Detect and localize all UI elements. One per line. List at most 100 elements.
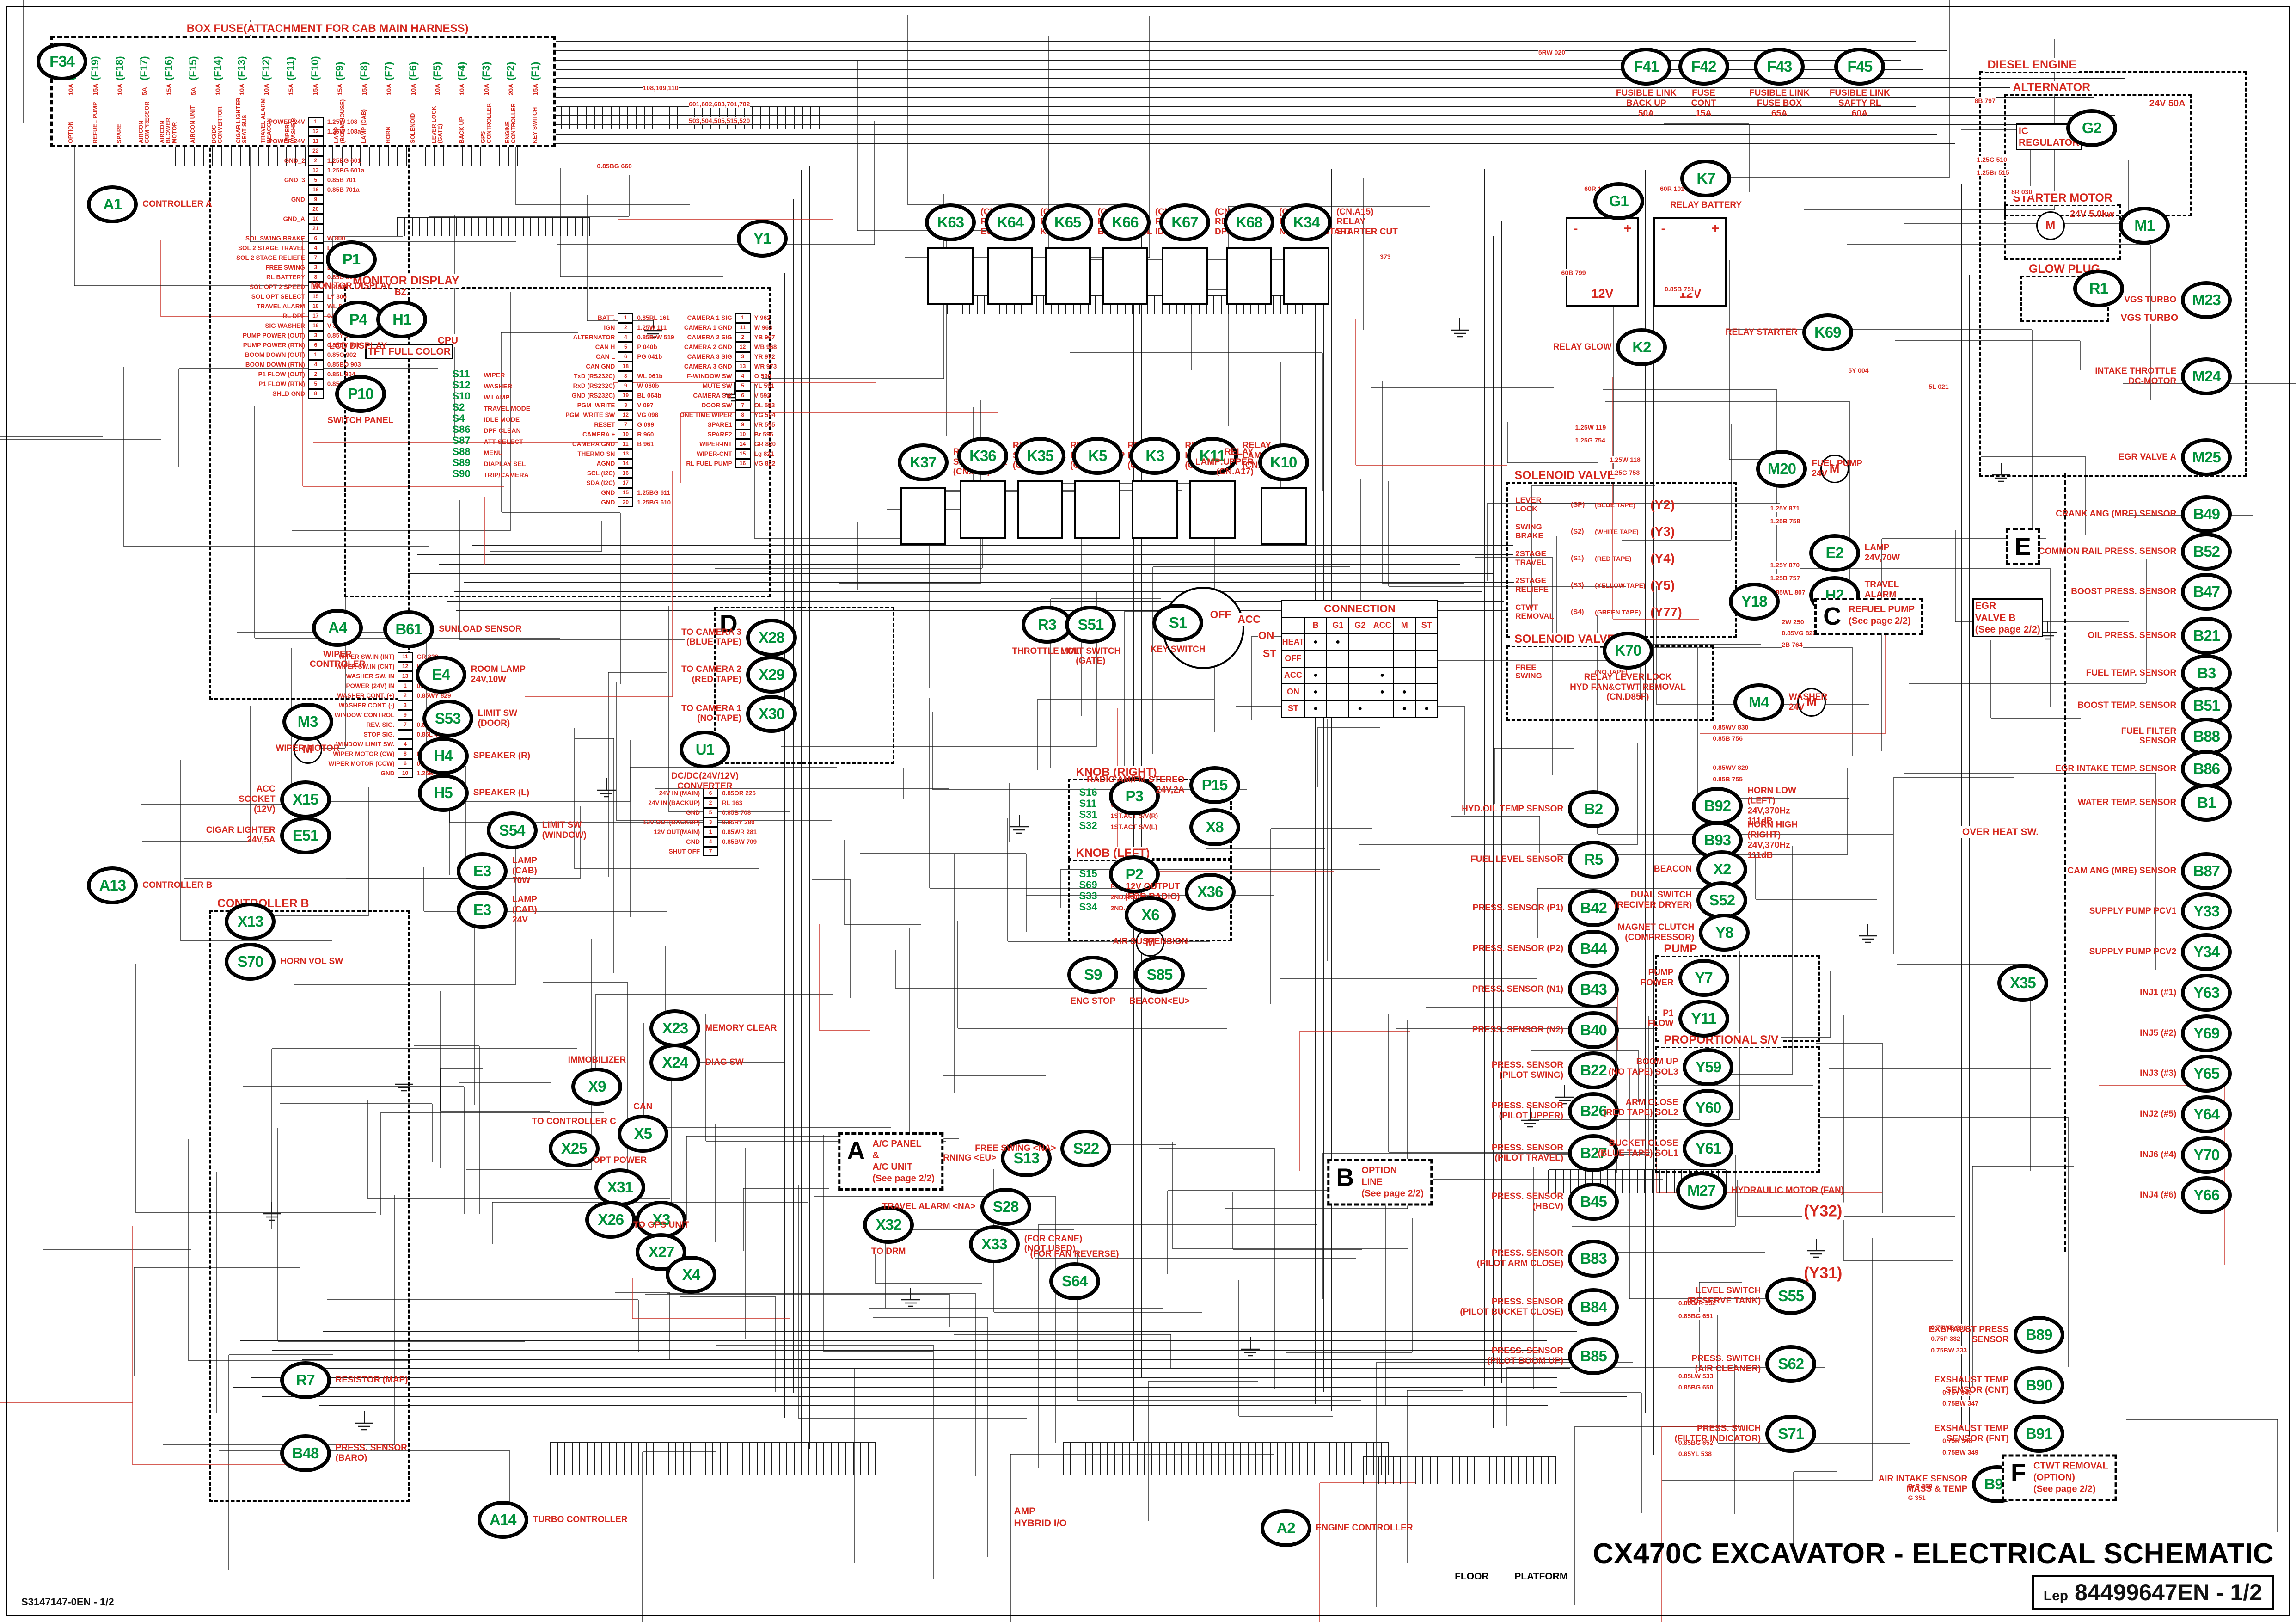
fuse-name-F16: AIRCON BLOWER MOTOR bbox=[159, 117, 178, 143]
monitor-pins-1-wire-13: B 961 bbox=[637, 441, 654, 448]
monitor-pins-1-wire-18: 1.25BG 611 bbox=[637, 489, 671, 497]
monitor-pins-1-label-2: ALTERNATOR bbox=[573, 334, 615, 341]
controller-a-pins-pin-14: 7 bbox=[307, 252, 324, 263]
ref-Y31: (Y31) bbox=[1802, 1264, 1844, 1282]
caption-P1: MONITOR DISPLAY bbox=[311, 281, 392, 291]
wiper-controller-pins-label-4: WASHER CONT. (+) bbox=[337, 692, 395, 700]
monitor-pins-2-pin-14: 15 bbox=[735, 449, 751, 459]
monitor-pins-2-pin-8: 6 bbox=[735, 391, 751, 401]
knob-right-switches-id-S31: S31 bbox=[1079, 809, 1097, 821]
dcdc-pins-label-5: GND bbox=[686, 838, 700, 845]
fuse-ref-F10: (F10) bbox=[309, 56, 321, 81]
circle-ref-B2: B2 bbox=[1568, 790, 1619, 829]
monitor-pins-1-pin-3: 5 bbox=[618, 342, 634, 352]
caption-B44: PRESS. SENSOR (P2) bbox=[1472, 944, 1564, 954]
monitor-pins-2-wire-2: YB 967 bbox=[754, 334, 775, 341]
monitor-pins-1-pin-5: 18 bbox=[618, 362, 634, 372]
fuse-name-F18: SPARE bbox=[116, 123, 123, 143]
wire-label-0-85BG-650: 0.85BG 650 bbox=[1678, 1383, 1714, 1391]
relay-body-K64 bbox=[987, 246, 1034, 305]
circle-ref-B92: B92 bbox=[1692, 787, 1743, 825]
monitor-pins-2-wire-6: O 590 bbox=[754, 373, 771, 380]
caption-S62: PRESS. SWITCH(AIR CLEANER) bbox=[1691, 1354, 1761, 1374]
monitor-pins-2-pin-2: 2 bbox=[735, 332, 751, 343]
wire-label-0-85YL-538: 0.85YL 538 bbox=[1678, 1450, 1712, 1458]
caption-Y65: INJ3 (#3) bbox=[2140, 1069, 2177, 1079]
controller-a-pins-pin-9: 20 bbox=[307, 204, 324, 214]
caption-Y59: BOOM UP(NO TAPE) SOL3 bbox=[1608, 1057, 1678, 1077]
wire-label-1-25W-119: 1.25W 119 bbox=[1575, 423, 1606, 431]
solenoid-valve-group-1-tape-1: (WHITE TAPE) bbox=[1595, 528, 1639, 535]
circle-ref-B61: B61 bbox=[383, 610, 435, 649]
monitor-pins-1-wire-12: R 960 bbox=[637, 431, 654, 438]
monitor-pins-1-wire-4: PG 041b bbox=[637, 353, 662, 361]
knob-right-switches-id-S16: S16 bbox=[1079, 786, 1097, 799]
caption-E3: LAMP(CAB)70W bbox=[512, 856, 537, 886]
circle-ref-K64: K64 bbox=[985, 203, 1036, 241]
wire-label-0-85BG-660: 0.85BG 660 bbox=[597, 162, 632, 170]
circle-ref-K34: K34 bbox=[1281, 203, 1332, 241]
monitor-pins-1-wire-19: 1.25BG 610 bbox=[637, 499, 671, 506]
circle-ref-B26: B26 bbox=[1568, 1092, 1619, 1130]
wiper-controller-pins-pin-2: 13 bbox=[397, 671, 413, 682]
solenoid-valve-group-2-tape-0: (NO TAPE) bbox=[1595, 668, 1628, 676]
connection-cell-OFF-ACC bbox=[1371, 650, 1394, 668]
circle-ref-B87: B87 bbox=[2181, 852, 2232, 890]
circle-ref-Y59: Y59 bbox=[1683, 1048, 1734, 1087]
circle-ref-Y1: Y1 bbox=[737, 219, 788, 258]
controller-a-pins-label-8: GND bbox=[291, 196, 305, 203]
caption-B51: BOOST TEMP. SENSOR bbox=[2077, 700, 2177, 711]
caption-Y8: MAGNET CLUTCH(COMPRESSOR) bbox=[1617, 922, 1695, 943]
component-X8-51: X8 bbox=[1189, 808, 1240, 847]
circle-ref-X13: X13 bbox=[225, 902, 276, 940]
letter-note-text-A: A/C PANEL&A/C UNIT(See page 2/2) bbox=[872, 1138, 935, 1184]
monitor-pins-2-pin-0: 1 bbox=[735, 313, 751, 323]
monitor-pins-2-wire-12: Br 596 bbox=[754, 431, 773, 438]
connection-col-ST: ST bbox=[1415, 616, 1439, 634]
switch-panel-cap-S12: WASHER bbox=[484, 382, 512, 390]
relay-body-K35 bbox=[1017, 480, 1064, 539]
controller-a-pins-pin-4: 2 bbox=[307, 155, 324, 166]
letter-note-letter-C: C bbox=[1823, 602, 1842, 631]
caption-S64: (FOR FAN REVERSE) bbox=[1030, 1249, 1119, 1260]
circle-ref-B89: B89 bbox=[2013, 1316, 2064, 1354]
box-title: MONITOR DISPLAY bbox=[350, 274, 462, 288]
monitor-pins-1-pin-10: 12 bbox=[618, 410, 634, 420]
wire-label-0-75R-348: 0.75R 348 bbox=[1942, 1437, 1972, 1445]
connection-rowname-ON: ON bbox=[1281, 683, 1305, 701]
doc-prefix: Lep bbox=[2043, 1588, 2069, 1604]
monitor-pins-2-label-0: CAMERA 1 SIG bbox=[687, 314, 732, 322]
caption-E3: LAMP(CAB)24V bbox=[512, 895, 537, 925]
monitor-pins-2-pin-4: 3 bbox=[735, 352, 751, 362]
dcdc-pins-wire-4: 0.85WR 281 bbox=[722, 828, 757, 836]
wiper-controller-pins-label-9: WINDOW LIMIT SW. bbox=[336, 741, 395, 748]
controller-a-pins-pin-13: 4 bbox=[307, 243, 324, 253]
component-P3-48: P3 bbox=[1108, 777, 1160, 816]
circle-ref-M25: M25 bbox=[2181, 438, 2232, 477]
caption-X30: TO CAMERA 1(NO TAPE) bbox=[681, 703, 741, 724]
key-position-ST: ST bbox=[1262, 647, 1277, 660]
caption-B1: WATER TEMP. SENSOR bbox=[2077, 798, 2177, 808]
relay-body-K36 bbox=[959, 480, 1006, 539]
